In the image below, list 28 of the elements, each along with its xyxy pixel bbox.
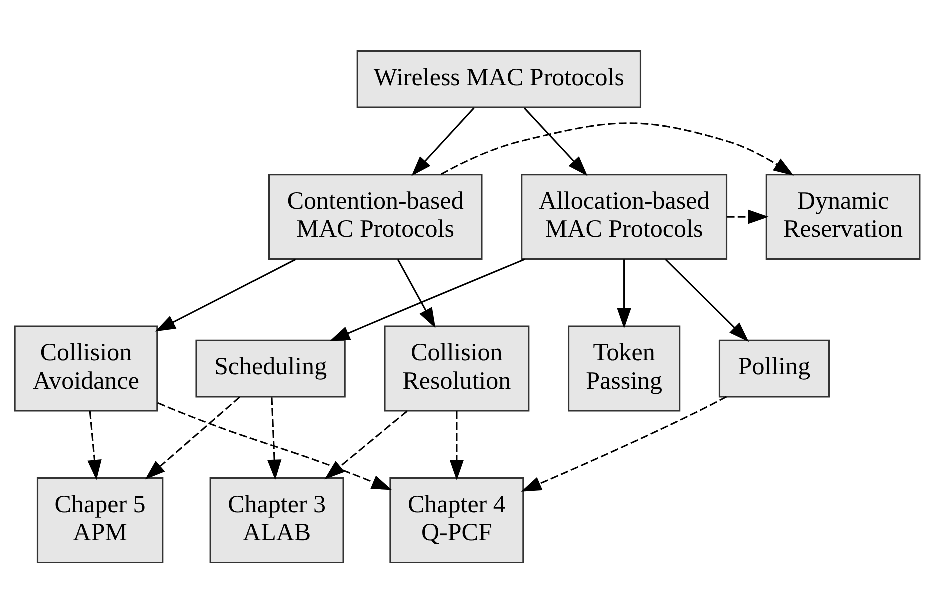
node-box: Collision Resolution — [384, 325, 530, 412]
node-box: Chapter 4 Q-PCF — [390, 477, 524, 564]
arrow — [617, 259, 632, 328]
node-box: Chapter 3 ALAB — [210, 477, 344, 564]
arrow — [267, 397, 282, 480]
node-box: Polling — [718, 339, 830, 398]
node-box: Token Passing — [568, 325, 681, 412]
arrow — [665, 258, 750, 342]
arrow — [155, 258, 296, 332]
node-box: Collision Avoidance — [14, 325, 158, 412]
node-box: Allocation-based MAC Protocols — [521, 174, 728, 260]
arrow — [324, 410, 408, 480]
node-box: Chaper 5 APM — [36, 477, 164, 564]
node-box: Contention-based MAC Protocols — [268, 174, 483, 260]
arrow — [145, 396, 240, 480]
arrow — [412, 107, 475, 176]
node-box: Wireless MAC Protocols — [356, 50, 642, 108]
arrow — [88, 410, 102, 480]
arrow — [330, 258, 526, 342]
arrow — [450, 410, 464, 480]
arrow — [524, 107, 588, 176]
arrow — [726, 209, 769, 224]
arrow — [158, 402, 392, 490]
arrow — [397, 258, 436, 328]
node-box: Scheduling — [196, 339, 346, 398]
arrow — [521, 396, 728, 492]
arrow — [441, 122, 794, 176]
node-box: Dynamic Reservation — [766, 174, 921, 260]
